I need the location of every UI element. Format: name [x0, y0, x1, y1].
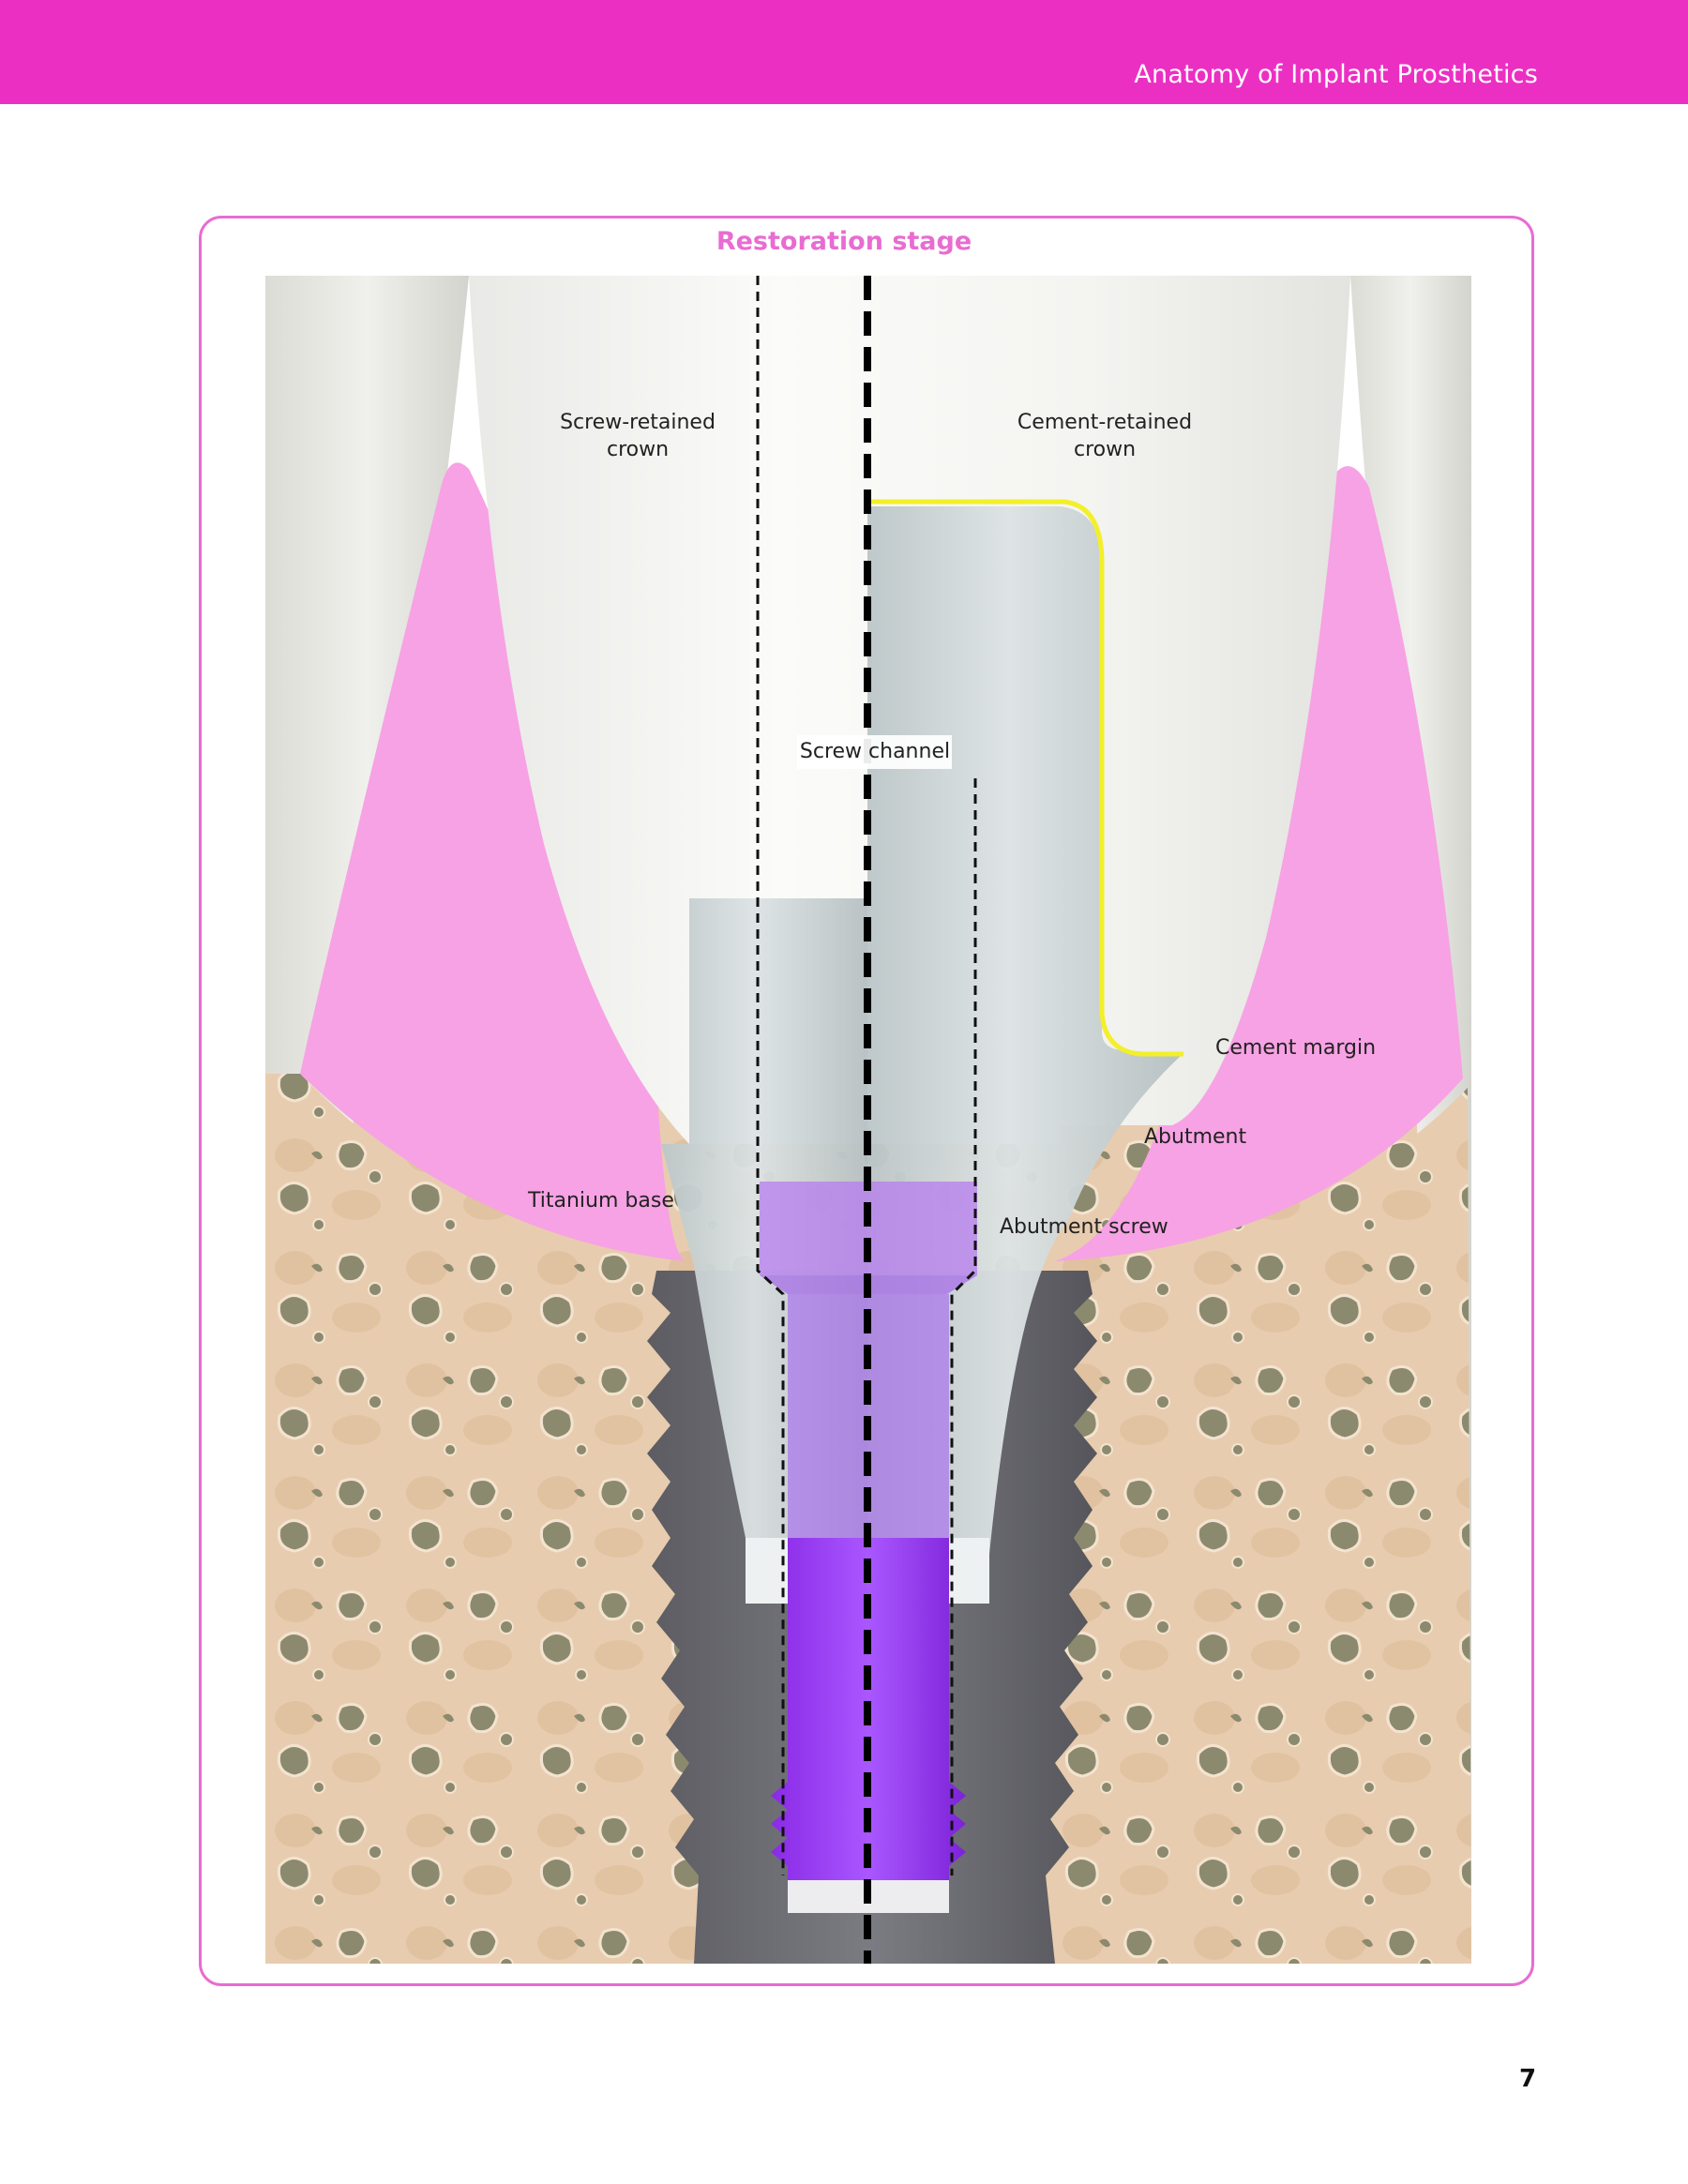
header-title: Anatomy of Implant Prosthetics — [1134, 60, 1538, 89]
label-abutment-screw: Abutment screw — [1000, 1215, 1168, 1239]
label-cement-margin: Cement margin — [1215, 1036, 1377, 1060]
screw-channel-outline — [756, 276, 785, 1875]
header-bar — [0, 0, 1688, 104]
label-titanium-base: Titanium base — [528, 1189, 674, 1212]
cement-margin-line — [867, 499, 1183, 1057]
label-screw-channel: Screw channel — [799, 740, 951, 763]
gum-tissue — [300, 462, 1463, 1261]
figure-title: Restoration stage — [716, 227, 972, 256]
label-screw-retained-crown: Screw-retained crown — [560, 411, 716, 461]
label-cement-retained-crown: Cement-retained crown — [1017, 411, 1193, 461]
page-number: 7 — [1519, 2065, 1537, 2093]
label-abutment: Abutment — [1144, 1125, 1247, 1149]
